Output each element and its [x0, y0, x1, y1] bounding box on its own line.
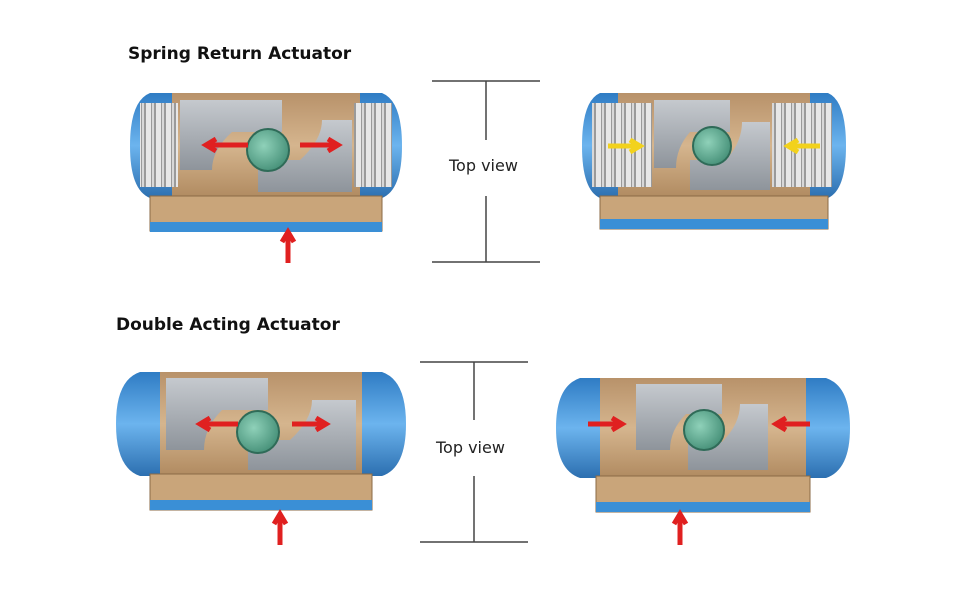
- top-view-label: Top view: [436, 438, 505, 457]
- double-acting-actuator-right: [556, 378, 850, 545]
- piston-left: [654, 100, 730, 168]
- right-end-cap: [362, 372, 406, 476]
- left-end-cap: [556, 378, 604, 478]
- dimension-bracket-double: [420, 361, 528, 543]
- spring-return-actuator-left: [130, 93, 402, 263]
- piston-right: [688, 404, 768, 470]
- yellow-arrow-left: [608, 137, 645, 155]
- double-acting-actuator-left: [116, 372, 406, 545]
- piston-right: [690, 122, 770, 190]
- pinion-gear: [683, 409, 725, 451]
- base-strip: [600, 219, 828, 229]
- red-arrow-right: [300, 136, 343, 154]
- red-arrow-right: [771, 415, 810, 433]
- pinion-gear: [236, 410, 280, 454]
- piston-left: [166, 378, 268, 450]
- base-strip: [596, 502, 810, 512]
- top-view-label: Top view: [449, 156, 518, 175]
- dimension-bracket-spring: [432, 80, 540, 263]
- piston-right: [248, 400, 356, 470]
- piston-left: [180, 100, 282, 170]
- piston-right: [258, 120, 352, 192]
- left-end-cap: [116, 372, 160, 476]
- double-acting-title: Double Acting Actuator: [116, 315, 340, 335]
- air-inlet-arrow: [271, 509, 289, 545]
- spring-return-actuator-right: [582, 93, 846, 230]
- spring-pack-left: [140, 103, 178, 187]
- base-strip: [150, 222, 382, 232]
- base-strip: [150, 500, 372, 510]
- yellow-arrow-right: [783, 137, 820, 155]
- red-arrow-right: [292, 415, 331, 433]
- spring-pack-right: [354, 103, 392, 187]
- spring-return-title: Spring Return Actuator: [128, 44, 352, 64]
- pinion-gear: [692, 126, 732, 166]
- right-end-cap: [802, 378, 850, 478]
- air-inlet-arrow: [671, 509, 689, 545]
- red-arrow-left: [588, 415, 627, 433]
- air-inlet-arrow: [279, 227, 297, 263]
- red-arrow-left: [195, 415, 238, 433]
- pinion-gear: [246, 128, 290, 172]
- piston-left: [636, 384, 722, 450]
- red-arrow-left: [201, 136, 248, 154]
